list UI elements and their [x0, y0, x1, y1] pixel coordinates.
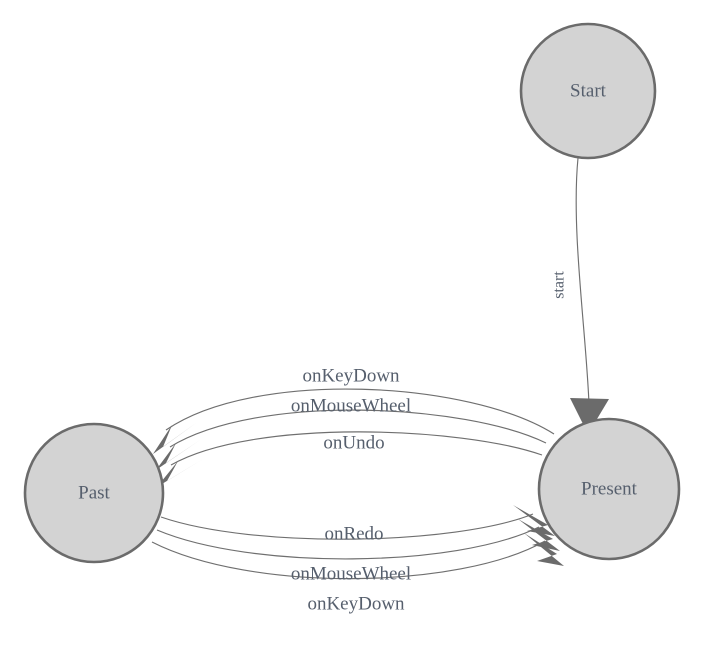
node-present[interactable]: Present: [537, 417, 681, 561]
edge-present-to-past-onundo[interactable]: [157, 431, 543, 487]
arrowhead-present-to-past-onundo: [157, 459, 203, 487]
edge-path-present-to-past-onundo: [170, 431, 543, 466]
arrowhead-present-to-past-onmousewheel: [156, 440, 200, 470]
edge-path-present-to-past-onkeydown: [165, 388, 555, 435]
node-present-label: Present: [581, 478, 638, 499]
edge-path-past-to-present-onkeydown: [151, 540, 546, 580]
edge-label-start: start: [551, 271, 568, 299]
arrowhead-past-to-present-onmousewheel: [518, 519, 560, 551]
node-past[interactable]: Past: [23, 422, 165, 564]
edge-present-to-past-onkeydown[interactable]: [153, 388, 555, 454]
edge-path-present-to-past-onmousewheel: [169, 409, 547, 448]
node-start-label: Start: [570, 80, 607, 101]
edge-label-present-to-past-onkeydown: onKeyDown: [302, 365, 400, 386]
node-start-circle[interactable]: [519, 22, 657, 160]
edge-label-past-to-present-onmousewheel: onMouseWheel: [291, 563, 411, 584]
edge-past-to-present-onredo[interactable]: [160, 505, 555, 540]
node-past-label: Past: [78, 482, 110, 503]
edge-label-past-to-present-onkeydown: onKeyDown: [307, 593, 405, 614]
edge-path-start-to-present: [575, 157, 590, 405]
edge-start-to-present[interactable]: [570, 157, 609, 434]
node-start[interactable]: Start: [519, 22, 657, 160]
arrowhead-past-to-present-onkeydown: [524, 533, 564, 566]
arrowhead-present-to-past-onkeydown: [153, 423, 196, 454]
arrowhead-start-to-present: [570, 398, 609, 434]
edge-past-to-present-onkeydown[interactable]: [151, 533, 564, 580]
edge-label-past-to-present-onredo: onRedo: [324, 523, 383, 544]
edge-path-past-to-present-onmousewheel: [156, 526, 540, 560]
edge-present-to-past-onmousewheel[interactable]: [156, 409, 547, 470]
edge-label-present-to-past-onundo: onUndo: [323, 432, 384, 453]
node-past-circle[interactable]: [23, 422, 165, 564]
arrowhead-past-to-present-onredo: [513, 505, 555, 536]
edge-path-past-to-present-onredo: [160, 513, 534, 540]
edge-past-to-present-onmousewheel[interactable]: [156, 519, 560, 560]
edge-label-present-to-past-onmousewheel: onMouseWheel: [291, 395, 411, 416]
node-present-circle[interactable]: [537, 417, 681, 561]
